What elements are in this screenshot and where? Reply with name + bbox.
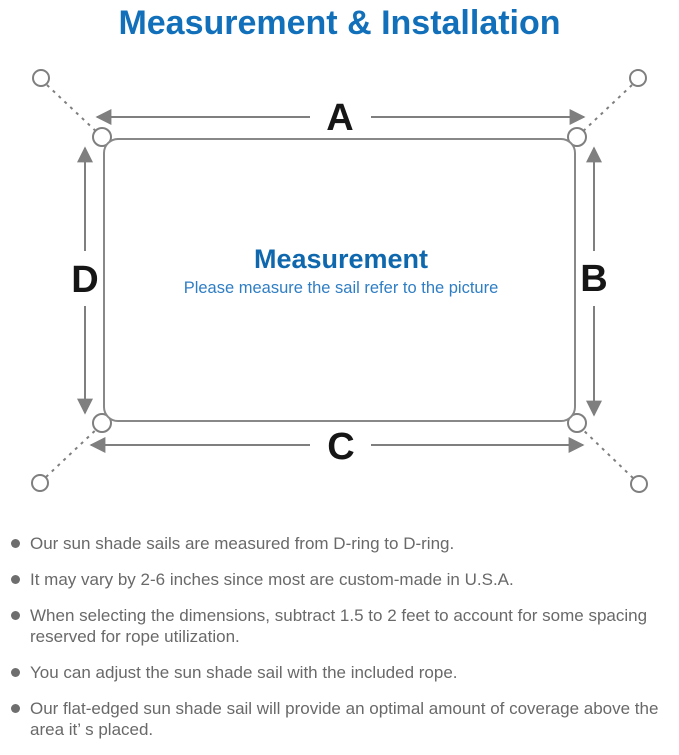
d-rings — [92, 127, 587, 433]
dimension-lines — [77, 109, 602, 453]
bullet-icon — [11, 539, 20, 548]
measurement-diagram: A B C D Measurement Please measure the s… — [31, 69, 648, 493]
bullet-icon — [11, 704, 20, 713]
dim-label-d: D — [71, 259, 98, 301]
anchor-ring-bottom-right — [630, 475, 648, 493]
dim-label-a: A — [326, 97, 353, 139]
product-infographic: { "title": "Measurement & Installation",… — [11, 4, 659, 739]
rope-bottom-right — [578, 425, 634, 479]
note-item: Our flat-edged sun shade sail will provi… — [0, 698, 663, 740]
note-text: Our sun shade sails are measured from D-… — [30, 534, 455, 553]
note-item: When selecting the dimensions, subtract … — [0, 605, 663, 647]
d-ring-top-right — [567, 127, 587, 147]
rope-top-right — [577, 84, 633, 137]
dim-label-b: B — [580, 258, 607, 300]
notes-list: Our sun shade sails are measured from D-… — [0, 533, 671, 755]
note-text: It may vary by 2-6 inches since most are… — [30, 570, 514, 589]
note-text: When selecting the dimensions, subtract … — [30, 606, 648, 646]
note-text: Our flat-edged sun shade sail will provi… — [30, 699, 659, 739]
bullet-icon — [11, 575, 20, 584]
note-item: You can adjust the sun shade sail with t… — [0, 662, 663, 683]
sail-outline — [103, 138, 576, 422]
note-text: You can adjust the sun shade sail with t… — [30, 663, 458, 682]
center-heading: Measurement — [254, 244, 428, 274]
center-subtitle: Please measure the sail refer to the pic… — [184, 279, 499, 297]
d-ring-top-left — [92, 127, 112, 147]
bullet-icon — [11, 668, 20, 677]
d-ring-bottom-right — [567, 413, 587, 433]
d-ring-bottom-left — [92, 413, 112, 433]
rope-bottom-left — [45, 424, 102, 478]
page-title: Measurement & Installation — [118, 4, 561, 42]
anchor-ring-bottom-left — [31, 474, 49, 492]
anchor-ring-top-left — [32, 69, 50, 87]
dim-label-c: C — [327, 426, 354, 468]
bullet-icon — [11, 611, 20, 620]
note-item: Our sun shade sails are measured from D-… — [0, 533, 663, 554]
anchor-ring-top-right — [629, 69, 647, 87]
note-item: It may vary by 2-6 inches since most are… — [0, 569, 663, 590]
rope-top-left — [46, 84, 102, 137]
anchor-rings — [31, 69, 648, 493]
